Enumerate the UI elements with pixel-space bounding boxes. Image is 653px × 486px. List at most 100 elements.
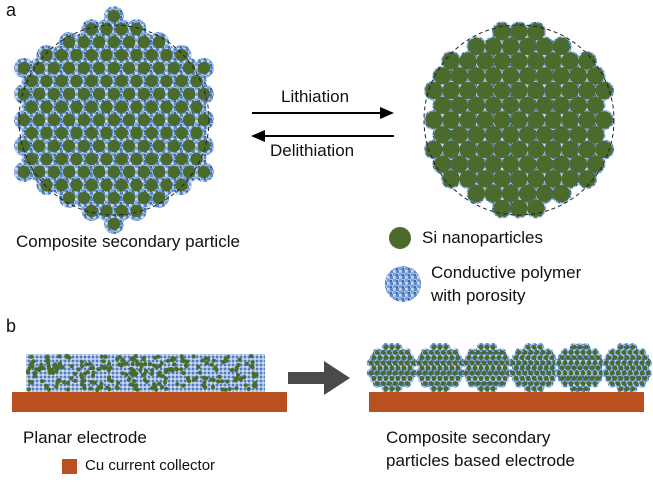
- si-nanoparticle: [431, 344, 437, 350]
- si-nanoparticle: [618, 355, 624, 361]
- si-nanoparticle: [463, 360, 469, 366]
- si-nanoparticle: [522, 370, 528, 376]
- delithiation-label: Delithiation: [270, 141, 355, 160]
- si-speck: [191, 354, 196, 359]
- si-speck: [25, 369, 31, 374]
- si-nanoparticle: [490, 355, 496, 361]
- si-nanoparticle: [552, 155, 571, 173]
- si-speck: [184, 364, 189, 369]
- si-speck: [101, 359, 106, 364]
- si-nanoparticle: [62, 139, 76, 153]
- si-speck: [135, 362, 140, 367]
- si-nanoparticle: [522, 350, 528, 355]
- si-speck: [225, 379, 230, 384]
- si-nanoparticle: [92, 87, 106, 101]
- si-speck: [52, 365, 57, 370]
- si-nanoparticle: [368, 360, 374, 366]
- si-nanoparticle: [152, 113, 166, 127]
- si-nanoparticle: [487, 360, 493, 366]
- si-speck: [120, 371, 125, 376]
- si-nanoparticle: [518, 96, 537, 114]
- si-nanoparticle: [122, 87, 136, 101]
- polymer-label-line2: with porosity: [431, 286, 526, 305]
- si-nanoparticle: [642, 355, 648, 361]
- si-nanoparticle: [606, 355, 612, 361]
- si-nanoparticle: [70, 152, 83, 166]
- si-nanoparticle: [383, 344, 389, 350]
- si-nanoparticle: [100, 204, 113, 218]
- si-speck: [162, 380, 168, 385]
- si-nanoparticle: [437, 365, 443, 371]
- si-nanoparticle: [107, 9, 121, 23]
- si-nanoparticle: [383, 365, 389, 371]
- si-nanoparticle: [493, 350, 499, 355]
- si-nanoparticle: [55, 100, 68, 114]
- si-nanoparticle: [592, 381, 598, 386]
- si-nanoparticle: [519, 355, 525, 361]
- si-nanoparticle: [40, 48, 53, 62]
- si-nanoparticle: [17, 165, 31, 179]
- si-speck: [34, 367, 39, 372]
- si-nanoparticle: [577, 355, 583, 361]
- si-speck: [250, 360, 255, 365]
- si-nanoparticle: [537, 386, 543, 392]
- si-nanoparticle: [85, 152, 98, 166]
- si-nanoparticle: [452, 381, 458, 386]
- si-nanoparticle: [493, 381, 499, 386]
- si-speck: [57, 354, 62, 359]
- si-nanoparticle: [630, 375, 636, 381]
- si-nanoparticle: [425, 375, 431, 381]
- delithiation-arrow: [251, 130, 394, 142]
- si-nanoparticle: [77, 191, 91, 205]
- si-nanoparticle: [618, 365, 624, 371]
- si-nanoparticle: [425, 355, 431, 361]
- si-nanoparticle: [519, 365, 525, 371]
- si-speck: [117, 362, 122, 367]
- si-nanoparticle: [493, 370, 499, 376]
- si-nanoparticle: [386, 381, 392, 386]
- si-nanoparticle: [389, 375, 395, 381]
- si-nanoparticle: [552, 67, 571, 85]
- si-nanoparticle: [621, 350, 627, 355]
- si-speck: [160, 374, 165, 379]
- si-nanoparticle: [419, 375, 425, 381]
- si-nanoparticle: [501, 37, 520, 55]
- si-speck: [170, 368, 175, 373]
- si-speck: [238, 377, 243, 382]
- si-nanoparticle: [377, 355, 383, 361]
- si-nanoparticle: [77, 61, 91, 75]
- si-nanoparticle: [398, 350, 404, 355]
- si-speck: [54, 384, 59, 389]
- si-nanoparticle: [578, 52, 596, 70]
- si-nanoparticle: [531, 365, 537, 371]
- si-nanoparticle: [404, 350, 410, 355]
- si-nanoparticle: [589, 375, 595, 381]
- si-nanoparticle: [122, 61, 136, 75]
- si-nanoparticle: [609, 381, 615, 386]
- si-nanoparticle: [469, 360, 475, 366]
- si-nanoparticle: [531, 386, 537, 392]
- si-nanoparticle: [510, 140, 528, 159]
- transition-arrow: [288, 361, 350, 395]
- si-speck: [191, 377, 196, 382]
- si-speck: [37, 365, 43, 371]
- si-speck: [107, 387, 112, 392]
- si-speck: [124, 372, 129, 377]
- si-speck: [76, 367, 81, 372]
- si-nanoparticle: [40, 74, 53, 88]
- si-nanoparticle: [467, 67, 486, 85]
- si-nanoparticle: [433, 96, 452, 114]
- si-speck: [242, 375, 247, 380]
- si-nanoparticle: [583, 344, 589, 350]
- si-nanoparticle: [449, 355, 455, 361]
- si-speck: [44, 383, 49, 389]
- si-speck: [84, 362, 89, 367]
- si-speck: [234, 386, 239, 391]
- si-nanoparticle: [395, 355, 401, 361]
- si-nanoparticle: [422, 360, 428, 366]
- si-speck: [236, 373, 241, 378]
- si-nanoparticle: [586, 155, 605, 173]
- si-nanoparticle: [571, 365, 577, 371]
- si-nanoparticle: [535, 37, 554, 55]
